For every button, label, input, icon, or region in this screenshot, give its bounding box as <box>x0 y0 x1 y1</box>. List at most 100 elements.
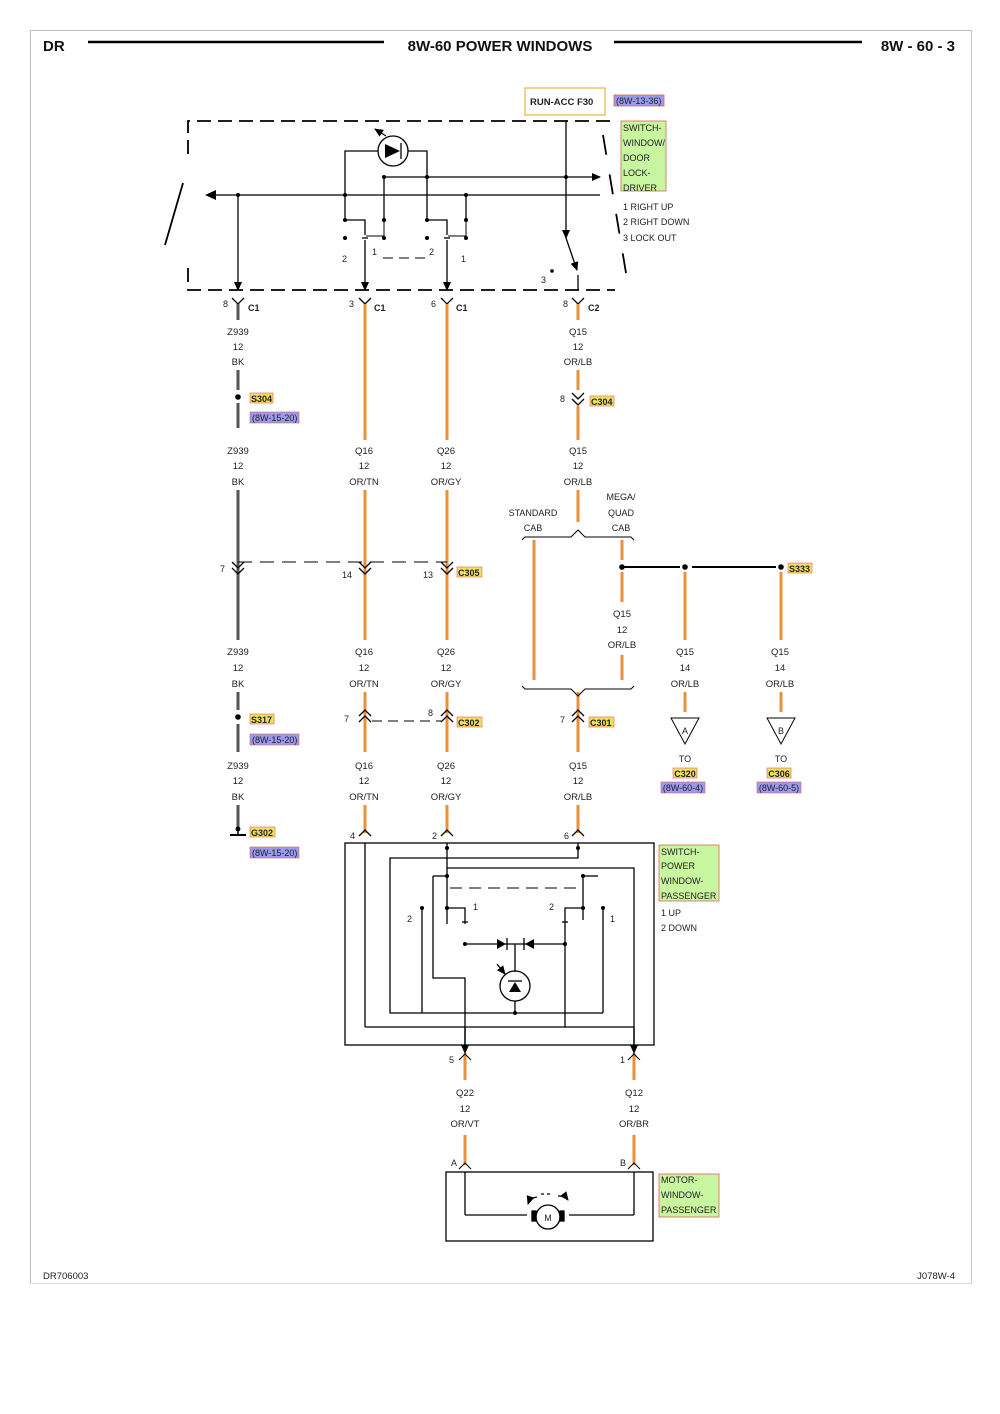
svg-text:OR/VT: OR/VT <box>450 1119 479 1130</box>
svg-text:2: 2 <box>549 902 554 912</box>
svg-text:OR/TN: OR/TN <box>349 679 379 690</box>
svg-text:12: 12 <box>573 461 584 472</box>
svg-text:OR/LB: OR/LB <box>608 640 637 651</box>
top-connectors <box>231 297 585 305</box>
svg-text:Q15: Q15 <box>613 609 631 620</box>
svg-text:12: 12 <box>617 625 628 636</box>
svg-text:OR/TN: OR/TN <box>349 477 379 488</box>
fuse-ref: (8W-13-36) <box>616 96 661 106</box>
svg-text:(8W-60-5): (8W-60-5) <box>759 783 799 793</box>
svg-text:12: 12 <box>233 342 244 353</box>
svg-text:12: 12 <box>233 776 244 787</box>
passenger-switch-label: SWITCH- POWER WINDOW- PASSENGER 1 UP 2 D… <box>658 844 720 933</box>
svg-text:(8W-15-20): (8W-15-20) <box>252 413 297 423</box>
svg-text:7: 7 <box>344 714 349 724</box>
drv-pos-d: 1 <box>461 254 466 264</box>
svg-text:CAB: CAB <box>612 523 631 533</box>
svg-text:OR/LB: OR/LB <box>564 357 593 368</box>
svg-text:DRIVER: DRIVER <box>623 183 658 193</box>
svg-text:WINDOW-: WINDOW- <box>661 1190 703 1200</box>
svg-text:Q26: Q26 <box>437 647 455 658</box>
svg-text:STANDARD: STANDARD <box>509 508 558 518</box>
svg-text:Q15: Q15 <box>771 647 789 658</box>
connector-c302: C302 <box>458 718 480 728</box>
svg-text:6: 6 <box>431 299 436 309</box>
svg-text:1: 1 <box>610 914 615 924</box>
svg-text:C1: C1 <box>248 303 260 313</box>
ground-g302: G302 <box>251 828 273 838</box>
svg-text:OR/LB: OR/LB <box>564 792 593 803</box>
svg-text:1 RIGHT UP: 1 RIGHT UP <box>623 202 673 212</box>
svg-text:SWITCH-: SWITCH- <box>661 847 700 857</box>
svg-text:OR/LB: OR/LB <box>671 679 700 690</box>
svg-text:Q15: Q15 <box>676 647 694 658</box>
svg-text:14: 14 <box>342 570 352 580</box>
svg-text:2 DOWN: 2 DOWN <box>661 923 697 933</box>
svg-text:Q26: Q26 <box>437 446 455 457</box>
svg-text:Q22: Q22 <box>456 1088 474 1099</box>
svg-text:WINDOW/: WINDOW/ <box>623 138 665 148</box>
svg-text:Q16: Q16 <box>355 647 373 658</box>
svg-text:3: 3 <box>349 299 354 309</box>
ref-a: A TO C320 (8W-60-4) <box>660 717 706 794</box>
svg-text:8: 8 <box>563 299 568 309</box>
svg-text:7: 7 <box>220 564 225 574</box>
svg-text:OR/GY: OR/GY <box>431 679 462 690</box>
header-left: DR <box>43 38 65 55</box>
svg-text:12: 12 <box>359 776 370 787</box>
splice-s333: S333 <box>789 564 810 574</box>
svg-text:WINDOW-: WINDOW- <box>661 876 703 886</box>
svg-text:12: 12 <box>441 461 452 472</box>
wire-segments <box>236 304 783 1165</box>
svg-text:TO: TO <box>679 754 691 764</box>
fuse-label: RUN-ACC F30 <box>530 97 593 108</box>
svg-text:12: 12 <box>441 663 452 674</box>
svg-text:4: 4 <box>350 831 355 841</box>
svg-text:OR/GY: OR/GY <box>431 477 462 488</box>
svg-text:BK: BK <box>232 477 245 488</box>
page-title: 8W-60 POWER WINDOWS <box>408 38 593 55</box>
svg-text:CAB: CAB <box>524 523 543 533</box>
svg-text:(8W-15-20): (8W-15-20) <box>252 735 297 745</box>
drv-pos-b: 1 <box>372 247 377 257</box>
passenger-switch <box>344 829 655 1061</box>
svg-text:C306: C306 <box>768 769 790 779</box>
header-right: 8W - 60 - 3 <box>881 38 955 55</box>
svg-text:BK: BK <box>232 792 245 803</box>
svg-text:2: 2 <box>432 831 437 841</box>
driver-switch-label: SWITCH- WINDOW/ DOOR LOCK- DRIVER 1 RIGH… <box>620 120 689 243</box>
svg-text:14: 14 <box>775 663 786 674</box>
svg-text:12: 12 <box>359 663 370 674</box>
svg-text:Z939: Z939 <box>227 647 249 658</box>
motor-label: MOTOR- WINDOW- PASSENGER <box>658 1173 720 1218</box>
svg-text:MEGA/: MEGA/ <box>606 492 636 502</box>
svg-text:5: 5 <box>449 1055 454 1065</box>
svg-text:8: 8 <box>223 299 228 309</box>
svg-text:Z939: Z939 <box>227 761 249 772</box>
driver-switch-dots <box>236 175 568 240</box>
svg-text:OR/LB: OR/LB <box>766 679 795 690</box>
svg-text:8: 8 <box>428 708 433 718</box>
splice-s304: S304 <box>251 394 272 404</box>
svg-text:6: 6 <box>564 831 569 841</box>
svg-text:PASSENGER: PASSENGER <box>661 891 717 901</box>
svg-text:13: 13 <box>423 570 433 580</box>
ref-b: B TO C306 (8W-60-5) <box>756 717 802 794</box>
svg-text:B: B <box>778 726 784 736</box>
passenger-switch-diodes <box>497 938 534 992</box>
svg-text:QUAD: QUAD <box>608 508 635 518</box>
svg-text:Q12: Q12 <box>625 1088 643 1099</box>
svg-text:(8W-60-4): (8W-60-4) <box>663 783 703 793</box>
svg-text:A: A <box>451 1158 457 1168</box>
window-motor <box>445 1162 654 1242</box>
svg-text:1: 1 <box>473 902 478 912</box>
connector-c301: C301 <box>590 718 612 728</box>
svg-text:12: 12 <box>233 461 244 472</box>
svg-text:OR/BR: OR/BR <box>619 1119 649 1130</box>
fuse-run-acc-f30: RUN-ACC F30 (8W-13-36) <box>524 87 665 116</box>
svg-text:12: 12 <box>573 776 584 787</box>
connector-c304: C304 <box>591 397 613 407</box>
drv-pos-a: 2 <box>342 254 347 264</box>
